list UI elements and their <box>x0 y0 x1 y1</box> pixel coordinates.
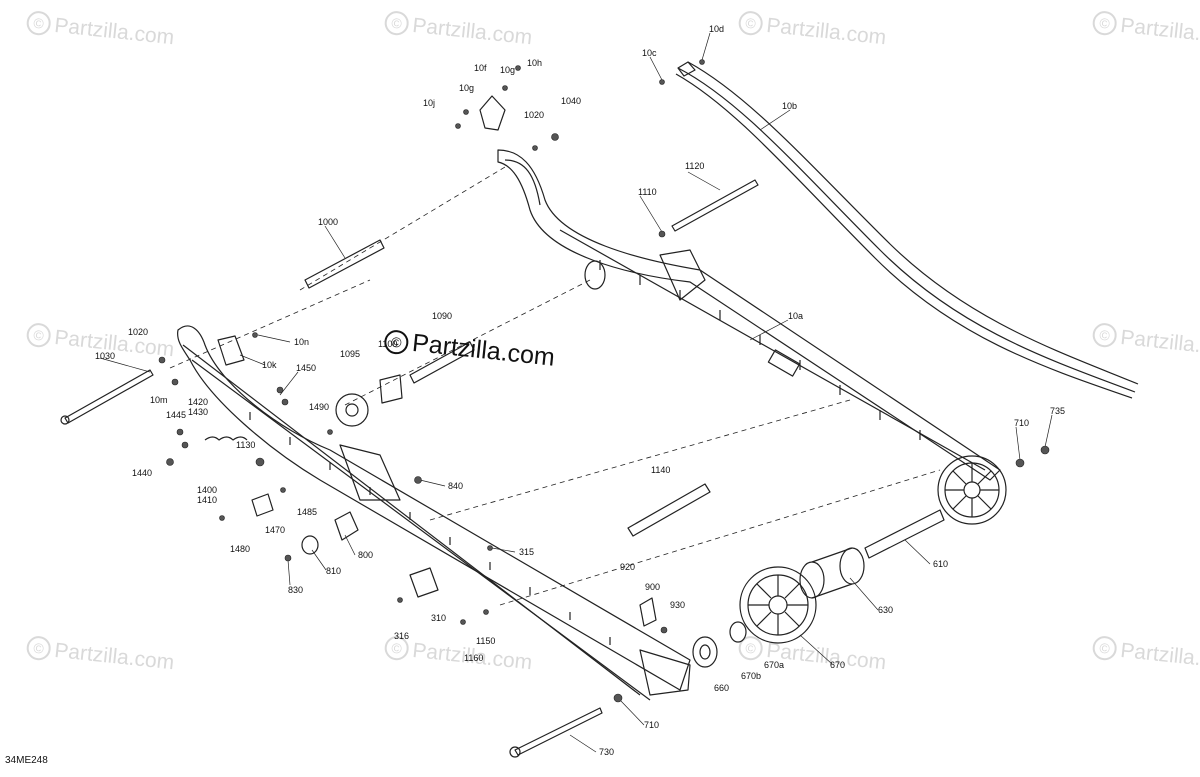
callout-10c: 10c <box>642 48 657 58</box>
callout-10j: 10j <box>423 98 436 108</box>
callout-670a: 670a <box>764 660 785 670</box>
callout-10h: 10h <box>527 58 543 68</box>
callout-800: 800 <box>358 550 374 560</box>
callout-710: 710 <box>1014 418 1030 428</box>
wheel-670 <box>739 566 817 644</box>
callout-900: 900 <box>645 582 661 592</box>
bolt-730 <box>509 707 603 758</box>
axle-610 <box>864 509 945 559</box>
callout-920: 920 <box>620 562 636 572</box>
callout-1020: 1020 <box>128 327 149 337</box>
shaft-1090 <box>409 341 475 384</box>
callout-670b: 670b <box>741 671 762 681</box>
callout-810: 810 <box>326 566 342 576</box>
assembly-lines <box>169 166 941 606</box>
clip-10f <box>479 95 506 131</box>
callout-1480: 1480 <box>230 544 251 554</box>
bracket-900 <box>639 597 657 627</box>
callout-1400: 1400 <box>197 485 218 495</box>
callout-730: 730 <box>599 747 615 757</box>
callout-1445: 1445 <box>166 410 187 420</box>
callout-10b: 10b <box>782 101 798 111</box>
rail-right-10a <box>497 149 1001 481</box>
shaft-1000 <box>304 239 385 289</box>
callout-1485: 1485 <box>297 507 318 517</box>
callout-1110: 1110 <box>638 187 657 197</box>
shaft-1140 <box>627 483 711 537</box>
callout-10m: 10m <box>150 395 168 405</box>
callout-840: 840 <box>448 481 464 491</box>
callout-1160: 1160 <box>464 653 484 663</box>
callout-710: 710 <box>644 720 660 730</box>
callout-1020: 1020 <box>524 110 545 120</box>
wheel-upper <box>937 455 1007 525</box>
slide-runner-10b <box>675 61 1139 399</box>
callout-630: 630 <box>878 605 894 615</box>
callout-1120: 1120 <box>685 161 705 171</box>
callout-1140: 1140 <box>651 465 671 475</box>
callout-1420: 1420 <box>188 397 209 407</box>
idler-upper <box>584 260 606 290</box>
callout-1150: 1150 <box>476 636 496 646</box>
callout-1100: 1100 <box>378 339 398 349</box>
shaft-1120 <box>671 179 759 232</box>
fasteners <box>158 59 1050 703</box>
callout-10g: 10g <box>459 83 475 93</box>
callout-1040: 1040 <box>561 96 582 106</box>
callout-10g: 10g <box>500 65 516 75</box>
callout-10n: 10n <box>294 337 310 347</box>
callout-1000: 1000 <box>318 217 339 227</box>
callout-1450: 1450 <box>296 363 317 373</box>
callout-1470: 1470 <box>265 525 286 535</box>
hub-660 <box>692 636 718 668</box>
block-310 <box>409 567 439 598</box>
callout-660: 660 <box>714 683 730 693</box>
callout-10k: 10k <box>262 360 277 370</box>
callout-1130: 1130 <box>236 440 256 450</box>
spacer-630 <box>799 547 865 599</box>
copyright-icon: © <box>383 328 410 356</box>
diagram-code: 34ME248 <box>5 755 48 766</box>
callout-10f: 10f <box>474 63 487 73</box>
sleeve-1100 <box>379 374 403 404</box>
callout-1410: 1410 <box>197 495 218 505</box>
rail-left <box>177 325 691 701</box>
spring-1400 <box>204 436 248 441</box>
block-800 <box>334 511 359 541</box>
callout-670: 670 <box>830 660 846 670</box>
callout-310: 310 <box>431 613 447 623</box>
callout-1095: 1095 <box>340 349 361 359</box>
callout-610: 610 <box>933 559 949 569</box>
callout-10a: 10a <box>788 311 804 321</box>
callout-930: 930 <box>670 600 686 610</box>
callout-1490: 1490 <box>309 402 330 412</box>
ring-670b <box>729 621 747 643</box>
roller-1095 <box>335 393 369 427</box>
callout-10d: 10d <box>709 24 725 34</box>
callout-830: 830 <box>288 585 304 595</box>
block-10k <box>217 335 245 366</box>
callout-1430: 1430 <box>188 407 209 417</box>
callout-1090: 1090 <box>432 311 453 321</box>
leader-lines <box>99 32 1053 753</box>
callout-1030: 1030 <box>95 351 116 361</box>
callout-735: 735 <box>1050 406 1066 416</box>
bushing-810 <box>301 535 319 555</box>
callout-315: 315 <box>519 547 535 557</box>
callout-1440: 1440 <box>132 468 153 478</box>
bolt-1030 <box>60 369 154 425</box>
bracket-1470 <box>251 493 274 517</box>
callout-316: 316 <box>394 631 410 641</box>
